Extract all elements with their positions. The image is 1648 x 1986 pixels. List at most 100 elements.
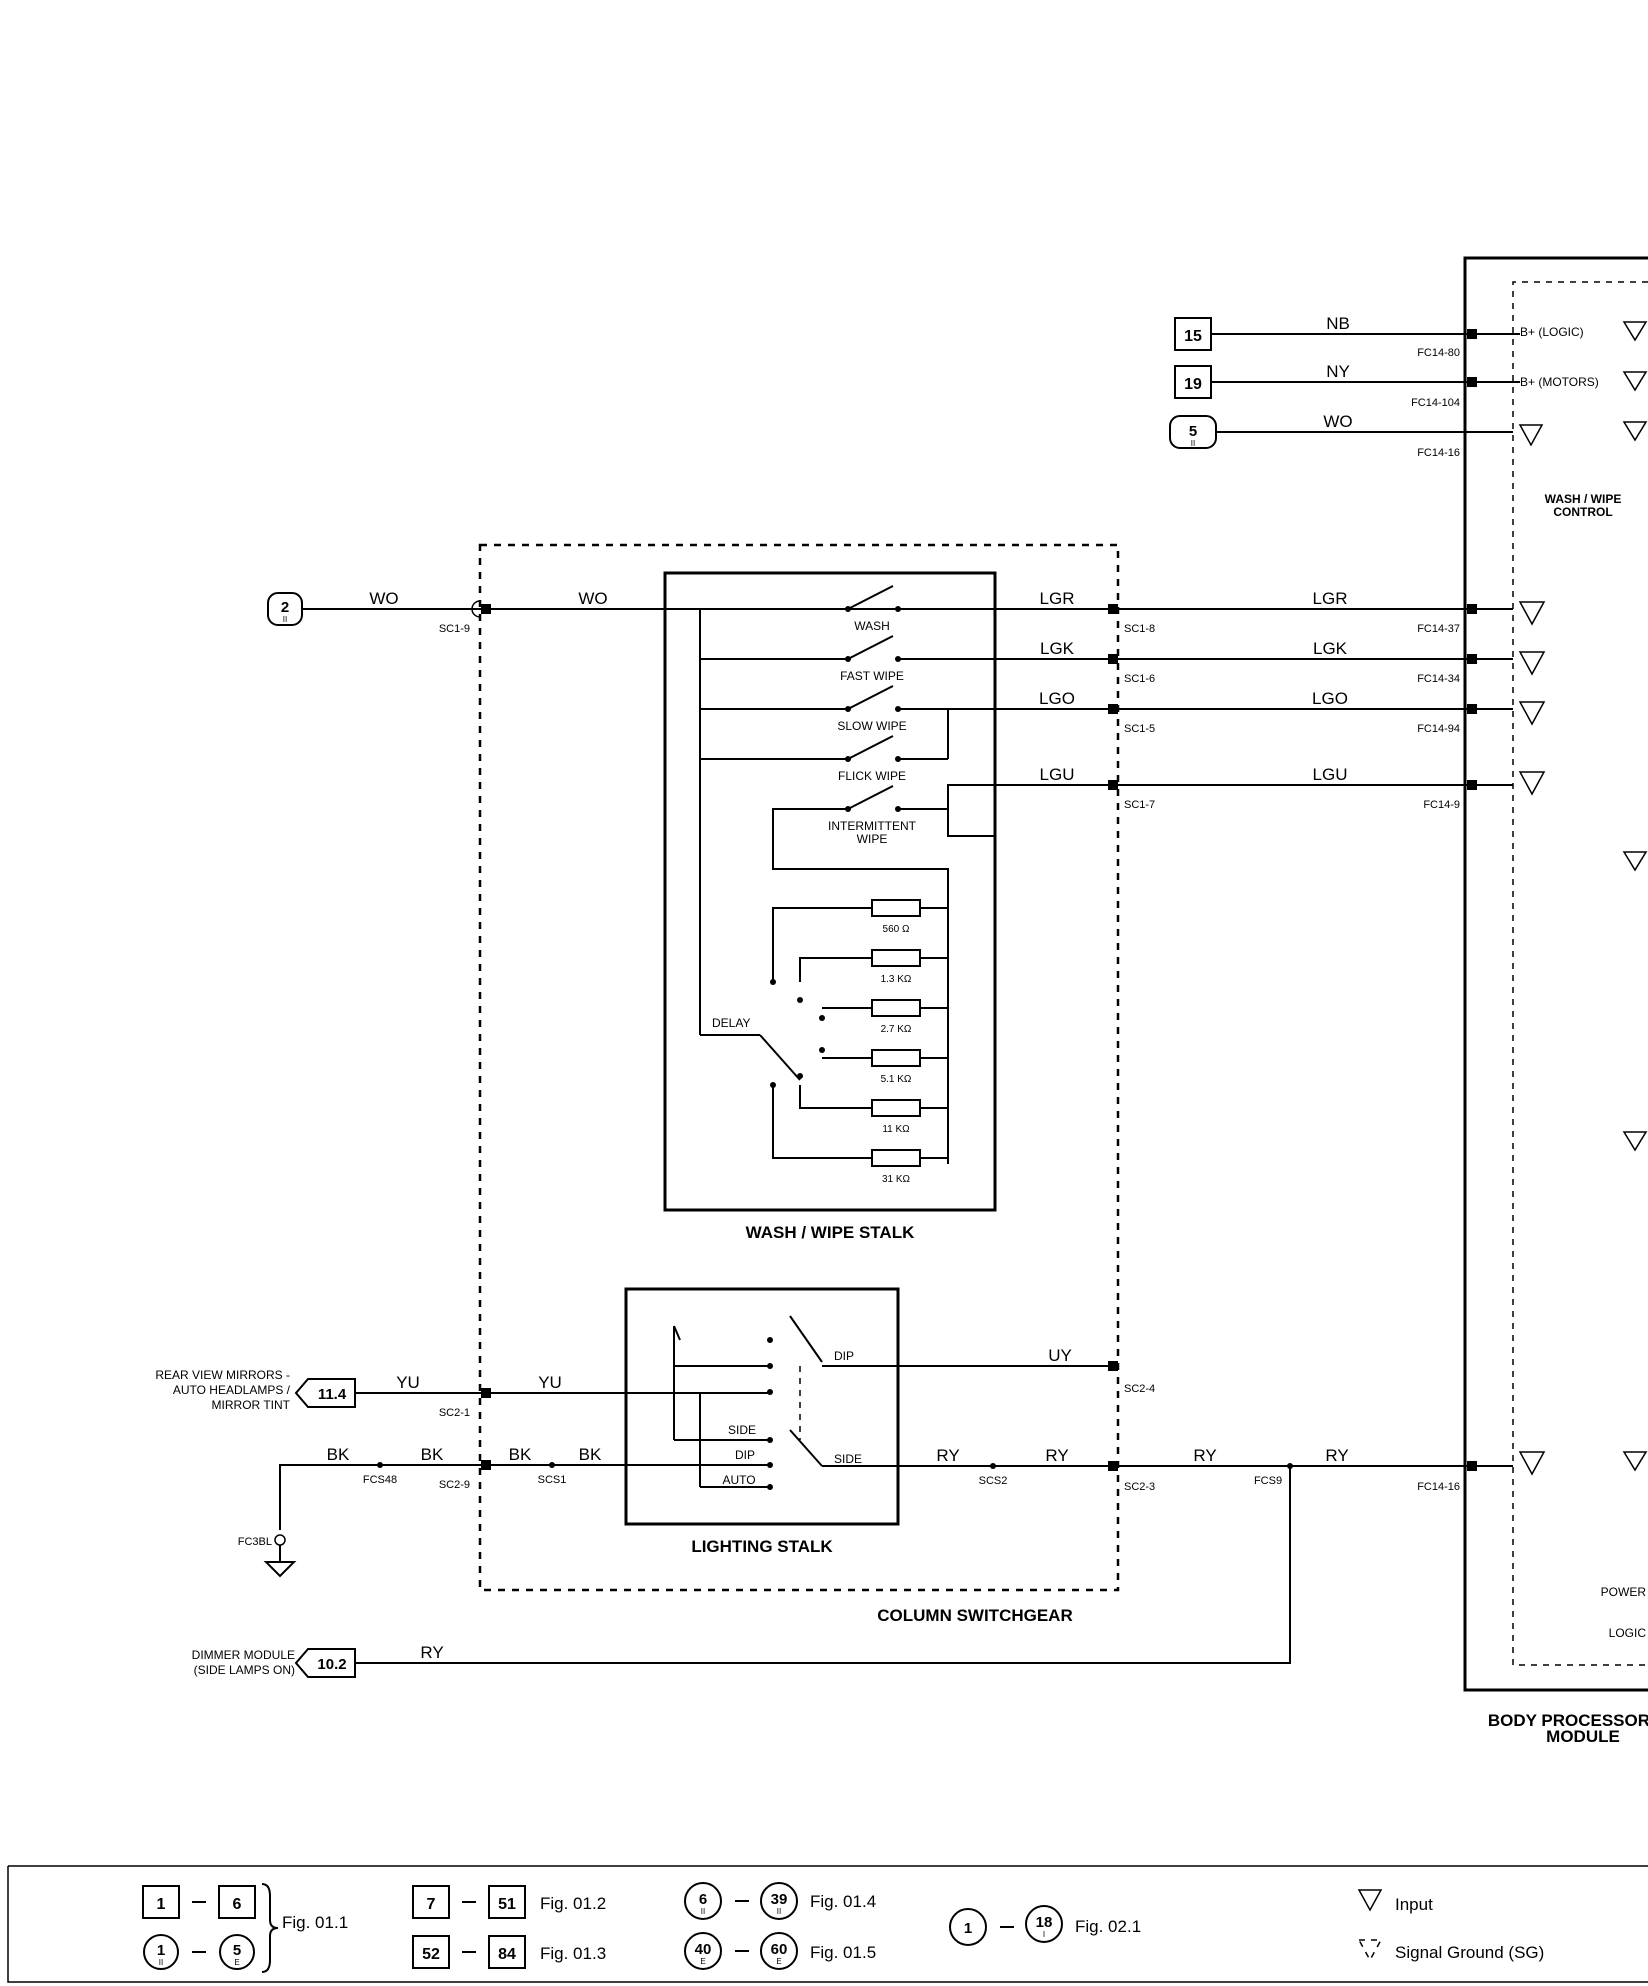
side-lamps-output: RY RY RY RY SCS2 FCS9 FC14-16 RY 10.2 DI… [192,1446,1513,1678]
legend-sg: Signal Ground (SG) [1395,1943,1544,1962]
legend-e2-sub: II [777,1907,781,1916]
wire-lgu-1: LGU [1040,765,1075,784]
legend-b2-sub: E [234,1958,239,1967]
column-switchgear-label: COLUMN SWITCHGEAR [877,1606,1072,1625]
label-dim-1: DIMMER MODULE [192,1648,295,1662]
wire-lgo-1: LGO [1039,689,1075,708]
conn-fc14-37: FC14-37 [1417,623,1460,635]
conn-fc3bl: FC3BL [238,1536,272,1548]
conn-scs2: SCS2 [979,1475,1008,1487]
wire-lgk-1: LGK [1040,639,1075,658]
conn-sc1-7: SC1-7 [1124,799,1155,811]
legend-b2: 5 [233,1942,241,1959]
legend-g2-sub: I [1043,1930,1045,1939]
wire-uy: UY [1048,1346,1072,1365]
logic-label: LOGIC [1609,1626,1647,1640]
wire-ry-1: RY [936,1446,959,1465]
res-31k: 31 KΩ [882,1174,911,1185]
conn-fcs9: FCS9 [1254,1475,1282,1487]
legend-fig-01-4: Fig. 01.4 [810,1892,876,1911]
wire-lgr-1: LGR [1040,589,1075,608]
ref-circle-2 [267,592,303,626]
conn-fc14-16a: FC14-16 [1417,447,1460,459]
wire-bk-4: BK [579,1445,602,1464]
b-logic-label: B+ (LOGIC) [1520,325,1584,339]
legend-f2: 60 [771,1941,788,1958]
conn-sc1-8: SC1-8 [1124,623,1155,635]
conn-fc14-34: FC14-34 [1417,673,1460,685]
legend-a2: 6 [233,1896,242,1913]
legend-fig-01-2: Fig. 01.2 [540,1894,606,1913]
legend-c1: 7 [427,1896,436,1913]
legend-fig-01-3: Fig. 01.3 [540,1944,606,1963]
wire-wo-left: WO [369,589,398,608]
input-triangle-icon [1357,1889,1383,1912]
legend-d1: 52 [422,1946,440,1963]
label-delay: DELAY [712,1016,750,1030]
label-wash: WASH [854,619,890,633]
bpm-title-1: BODY PROCESSOR [1488,1711,1648,1730]
wire-yu-2: YU [538,1373,562,1392]
ref-2: 2 [281,599,289,616]
label-intermittent-1: INTERMITTENT [828,819,917,833]
legend-e1-sub: II [701,1907,705,1916]
conn-sc2-3: SC2-3 [1124,1481,1155,1493]
bpm-title-2: MODULE [1546,1727,1620,1746]
res-2-7k: 2.7 KΩ [881,1024,912,1035]
legend-g1: 1 [964,1920,972,1937]
ww-control-label-2: CONTROL [1553,505,1612,519]
body-processor-module: BODY PROCESSOR MODULE B+ (LOGIC) B+ (MOT… [1463,256,1648,1746]
wire-lgr-2: LGR [1313,589,1348,608]
wire-ry-3: RY [1193,1446,1216,1465]
legend-f1-sub: E [700,1957,705,1966]
res-11k: 11 KΩ [882,1124,910,1135]
label-side: SIDE [728,1423,756,1437]
wire-nb: NB [1326,314,1350,333]
ground-line: BK BK BK BK FCS48 SC2-9 SCS1 FC3BL [238,1445,770,1578]
wire-bk-3: BK [509,1445,532,1464]
legend-b1: 1 [157,1942,165,1959]
label-rear-2: AUTO HEADLAMPS / [173,1383,291,1397]
power-label: POWER [1601,1585,1647,1599]
wire-yu-1: YU [396,1373,420,1392]
ref-19: 19 [1184,376,1202,393]
wire-ry-2: RY [1045,1446,1068,1465]
b-motors-label: B+ (MOTORS) [1520,375,1599,389]
legend-f2-sub: E [776,1957,781,1966]
legend-e2: 39 [771,1891,788,1908]
label-rear-3: MIRROR TINT [212,1398,291,1412]
legend-f1: 40 [695,1941,712,1958]
ref-circle-5 [1169,415,1217,449]
legend-fig-02-1: Fig. 02.1 [1075,1917,1141,1936]
signal-ground-icon [1357,1939,1383,1962]
wire-bk-2: BK [421,1445,444,1464]
wire-ry-4: RY [1325,1446,1348,1465]
conn-fcs48: FCS48 [363,1474,397,1486]
label-rear-1: REAR VIEW MIRRORS - [155,1368,290,1382]
conn-sc2-1: SC2-1 [439,1407,470,1419]
wire-ry-5: RY [420,1643,443,1662]
ref-10-2: 10.2 [317,1656,346,1673]
conn-fc14-80: FC14-80 [1417,347,1460,359]
wire-bk-1: BK [327,1445,350,1464]
legend-g2: 18 [1036,1914,1053,1931]
ref-15: 15 [1184,328,1202,345]
label-dip-2: DIP [735,1448,755,1462]
wire-wo-top: WO [1323,412,1352,431]
top-feeds: 15 NB FC14-80 19 NY FC14-104 5 II WO FC1… [1169,314,1520,459]
conn-sc2-4: SC2-4 [1124,1383,1155,1395]
wire-lgo-2: LGO [1312,689,1348,708]
ref-arrow-11-4 [294,1378,356,1408]
label-intermittent-2: WIPE [857,832,888,846]
label-fast-wipe: FAST WIPE [840,669,904,683]
label-dip: DIP [834,1349,854,1363]
ref-arrow-10-2 [294,1648,356,1678]
legend-d2: 84 [498,1946,516,1963]
label-side-2: SIDE [834,1452,862,1466]
label-flick-wipe: FLICK WIPE [838,769,906,783]
res-5-1k: 5.1 KΩ [881,1074,912,1085]
resistor-ladder: 560 Ω 1.3 KΩ 2.7 KΩ 5.1 KΩ 11 KΩ 31 KΩ [772,899,948,1185]
wash-wipe-stalk-title: WASH / WIPE STALK [746,1223,915,1242]
lighting-stalk: LIGHTING STALK SIDE DIP AUTO DIP SIDE UY… [624,1287,1155,1556]
